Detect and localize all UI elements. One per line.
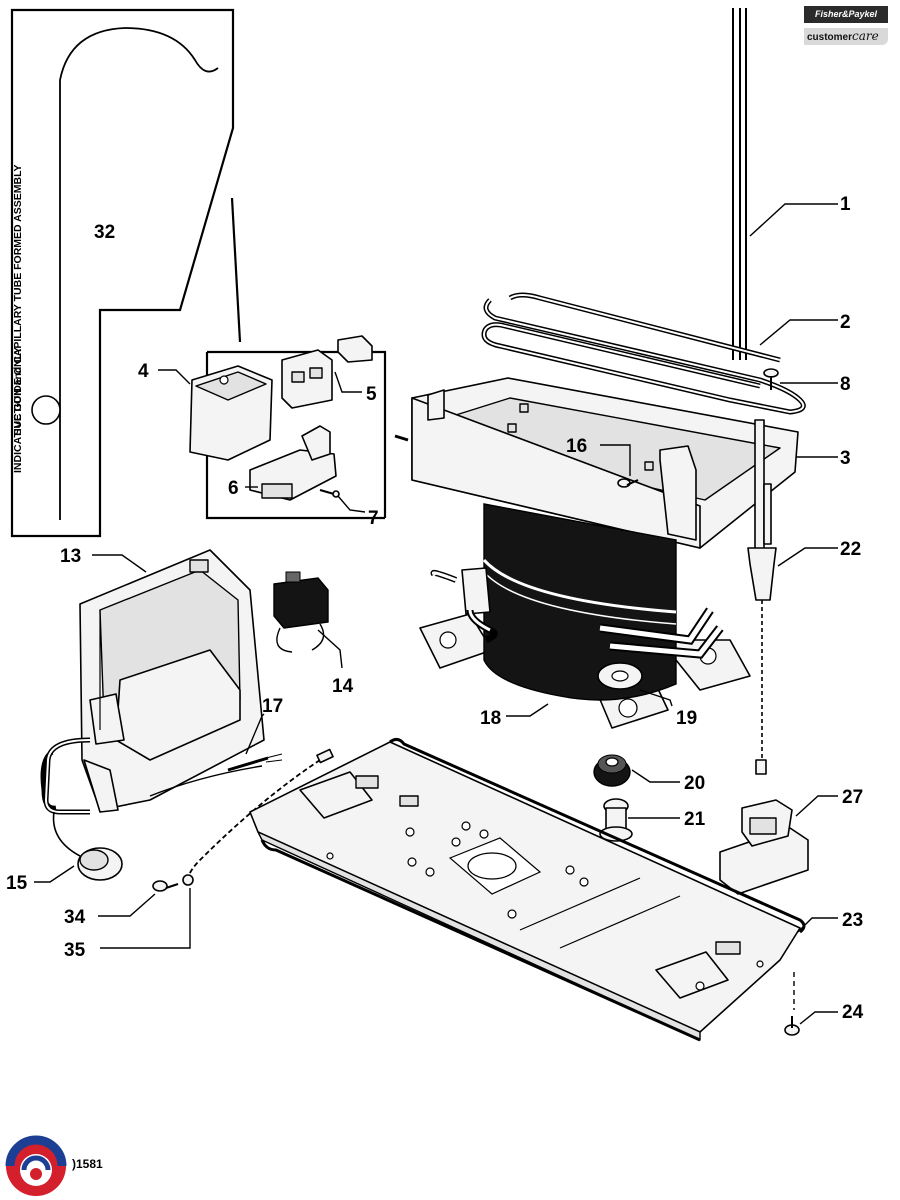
part-24-screw [784,1016,800,1036]
label-21: 21 [684,809,706,830]
label-4: 4 [138,361,149,382]
part-15-heater-knob [40,737,123,881]
part-19-washer [597,662,643,690]
care-suffix: care [852,29,879,43]
customer-care-badge: customercare [804,28,888,45]
leader-15 [34,865,75,883]
label-23: 23 [842,910,863,931]
corner-logo-icon [5,1135,67,1196]
part-21-sleeve [599,798,633,842]
label-27: 27 [842,787,863,808]
guide-title-text: SUCTION and CAPILLARY TUBE FORMED ASSEMB… [12,164,24,435]
leader-24 [799,1011,838,1025]
guide-note-text: INDICATIVE GUIDE ONLY [12,347,24,473]
guide-box: SUCTION and CAPILLARY TUBE FORMED ASSEMB… [10,8,235,538]
leader-7 [337,495,366,513]
part-17-wire [149,753,283,797]
leader-1 [749,203,838,237]
label-1: 1 [840,194,851,215]
part-13-electrical-box [79,549,265,813]
part-1-tube [732,8,747,360]
part-4-cover [189,365,273,461]
capillary-tube-shape [59,27,219,520]
part-18-compressor [419,503,751,729]
part-5-relay [281,335,373,409]
part-14-capacitor [273,571,329,653]
part-2-heater-loop [481,292,806,415]
label-13: 13 [60,546,81,567]
part-27-bracket [719,799,809,895]
leader-5 [334,371,362,393]
label-7: 7 [368,508,379,529]
leader-35 [100,888,191,949]
label-6: 6 [228,478,239,499]
label-16: 16 [566,436,587,457]
part-34-screw [152,880,179,892]
label-17: 17 [262,696,283,717]
leader-17 [245,713,265,755]
label-20: 20 [684,773,705,794]
leader-13 [92,554,147,573]
part-3-tray [394,377,799,549]
leader-2 [759,319,838,346]
label-14: 14 [332,676,354,697]
label-24: 24 [842,1002,864,1023]
label-35: 35 [64,940,86,961]
label-5: 5 [366,384,377,405]
leader-4 [158,369,191,385]
part-20-grommet [593,754,631,787]
part-23-base-plate [249,737,806,1042]
document-number: )1581 [72,1157,103,1171]
brand-badge: Fisher&Paykel [804,6,888,23]
label-3: 3 [840,448,851,469]
part-16-screw [617,478,639,488]
label-18: 18 [480,708,501,729]
label-8: 8 [840,374,851,395]
leader-14 [317,629,343,669]
label-19: 19 [676,708,697,729]
label-2: 2 [840,312,851,333]
part-7-screw [319,489,340,498]
leader-19 [639,689,673,707]
leader-23 [797,917,838,933]
label-22: 22 [840,539,861,560]
label-32: 32 [94,222,115,243]
leader-27 [795,795,838,817]
part-22-probe [747,419,777,775]
leader-16 [600,444,631,476]
label-34: 34 [64,907,86,928]
leader-34 [98,893,156,917]
part-35-ground-lead [182,748,334,886]
label-15: 15 [6,873,28,894]
leader-22 [777,547,838,567]
part-6-bracket [249,425,337,501]
care-prefix: customer [807,32,853,43]
leader-18 [506,703,549,717]
tube-coil-circle [31,395,61,425]
part-8-screw [763,368,779,390]
leader-20 [631,769,680,783]
